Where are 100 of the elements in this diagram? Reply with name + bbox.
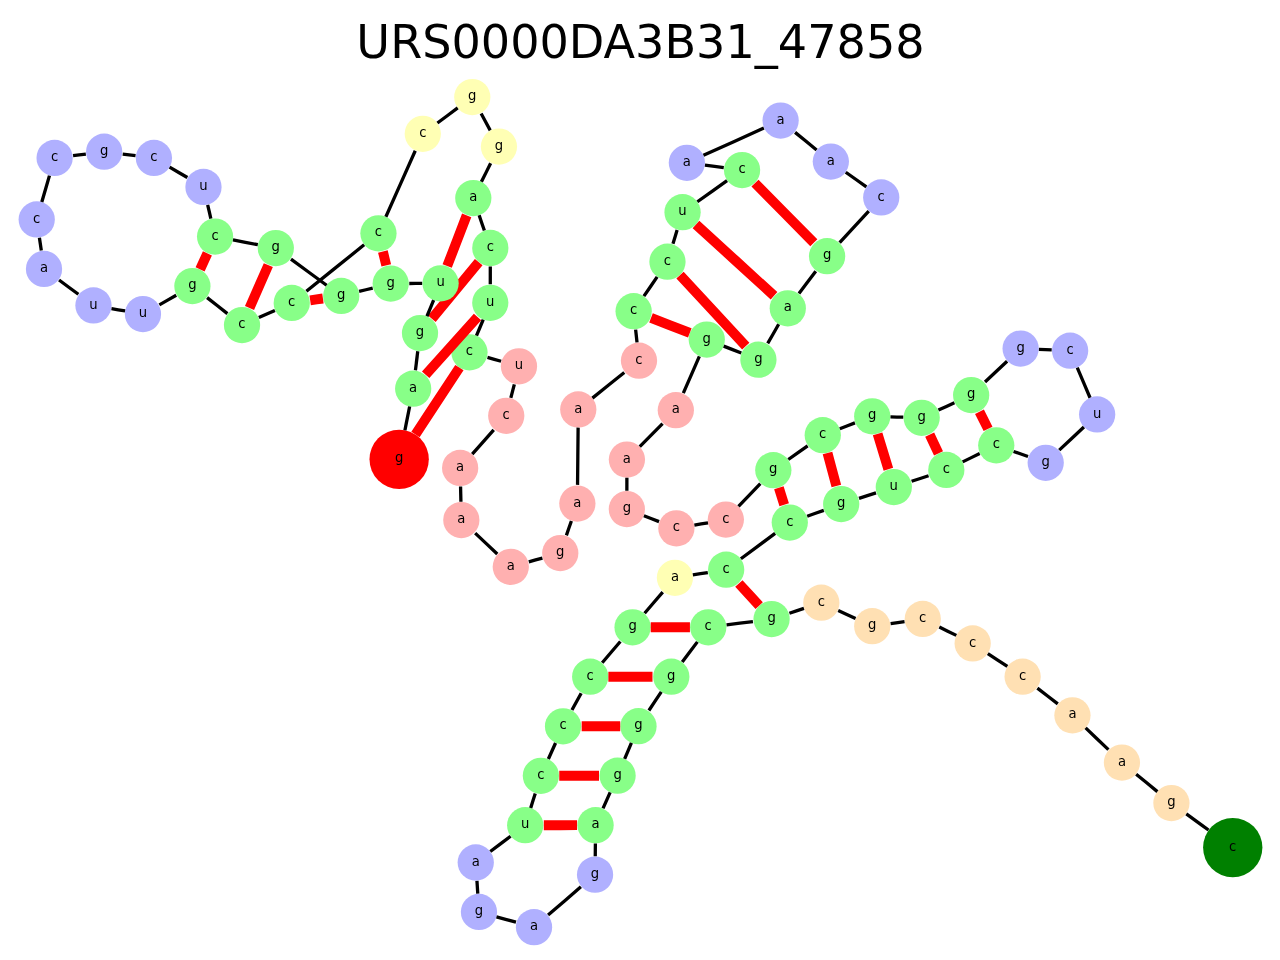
node-circle: c <box>1202 817 1262 878</box>
connector <box>570 692 583 711</box>
connector <box>413 351 419 371</box>
connector <box>546 742 557 760</box>
connector <box>358 286 373 294</box>
connector <box>458 486 463 502</box>
node-circle: g <box>173 268 211 305</box>
connector <box>1134 772 1158 793</box>
node-circle: g <box>808 238 845 275</box>
node-circle: c <box>904 600 941 638</box>
node-circle: c <box>223 306 260 344</box>
connector <box>838 421 856 431</box>
node-circle: a <box>762 102 799 139</box>
node-circle: u <box>506 807 543 844</box>
connector <box>257 308 276 320</box>
connector <box>924 432 943 456</box>
node-circle: u <box>124 295 161 333</box>
connector <box>837 209 870 244</box>
node-circle: c <box>771 504 808 541</box>
connector <box>889 619 905 626</box>
node-circle: c <box>450 334 488 371</box>
connector <box>704 163 724 170</box>
connector <box>974 409 992 432</box>
node-circle: c <box>689 609 726 646</box>
connector <box>822 451 841 488</box>
node-circle: g <box>1152 785 1190 822</box>
node-circle: c <box>927 451 964 489</box>
node-circle: g <box>688 321 725 358</box>
connector <box>39 175 51 203</box>
connector <box>642 514 660 524</box>
node-circle: c <box>35 139 73 177</box>
connector <box>938 625 957 637</box>
connector <box>1035 686 1059 706</box>
connector <box>750 179 817 247</box>
connector <box>528 793 537 809</box>
connector <box>961 452 980 464</box>
connector <box>1012 449 1029 459</box>
connector <box>527 556 543 564</box>
node-circle: u <box>875 469 912 506</box>
node-circle: c <box>620 342 657 379</box>
connector <box>889 415 903 419</box>
connector <box>793 131 818 152</box>
node-circle: u <box>184 168 222 206</box>
connector <box>479 112 492 132</box>
connector <box>642 591 664 615</box>
node-circle: g <box>598 757 636 794</box>
node-circle: c <box>802 584 839 621</box>
connector <box>110 306 125 313</box>
connector <box>121 152 136 158</box>
node-circle: a <box>441 449 478 486</box>
connector <box>383 150 417 218</box>
connector <box>647 690 663 712</box>
connector <box>486 355 502 363</box>
node-circle: g <box>541 534 578 572</box>
node-circle: g <box>453 79 490 116</box>
node-circle: g <box>853 398 890 435</box>
connector <box>195 251 212 272</box>
connector <box>72 152 86 158</box>
node-circle: a <box>812 143 849 180</box>
node-circle: a <box>769 290 806 327</box>
node-circle: g <box>401 314 438 352</box>
connector <box>1075 366 1092 399</box>
connector <box>543 820 577 831</box>
node-circle: c <box>648 243 686 280</box>
connector <box>607 671 652 682</box>
connector <box>590 371 625 400</box>
node-circle: c <box>977 427 1014 464</box>
node-circle: c <box>862 179 899 216</box>
connector <box>479 162 492 183</box>
node-circle: a <box>576 807 614 844</box>
node-circle: c <box>1004 658 1041 695</box>
connector <box>702 126 765 157</box>
connector <box>675 271 749 350</box>
node-circle: g <box>1002 330 1039 367</box>
connector <box>693 521 708 527</box>
connector <box>642 275 658 298</box>
node-circle: a <box>1053 697 1091 734</box>
node-circle: c <box>359 215 397 252</box>
connector <box>488 834 512 853</box>
connector <box>158 293 177 307</box>
connector <box>722 344 742 355</box>
connector <box>421 313 481 379</box>
connector <box>402 406 411 431</box>
node-circle: g <box>85 133 122 170</box>
connector <box>872 432 893 471</box>
node-circle: u <box>663 194 701 231</box>
node-circle: c <box>723 151 760 189</box>
connector <box>736 482 762 508</box>
node-circle: u <box>1078 396 1115 433</box>
connector <box>205 204 212 219</box>
node-circle: g <box>853 608 890 645</box>
connector <box>427 258 483 322</box>
connector <box>1038 347 1052 352</box>
node-circle: a <box>457 844 494 881</box>
node-circle: g <box>619 708 657 745</box>
connector <box>57 278 79 296</box>
connector <box>474 880 479 894</box>
connector <box>670 229 679 245</box>
connector <box>837 609 856 620</box>
node-circle: a <box>656 559 693 596</box>
